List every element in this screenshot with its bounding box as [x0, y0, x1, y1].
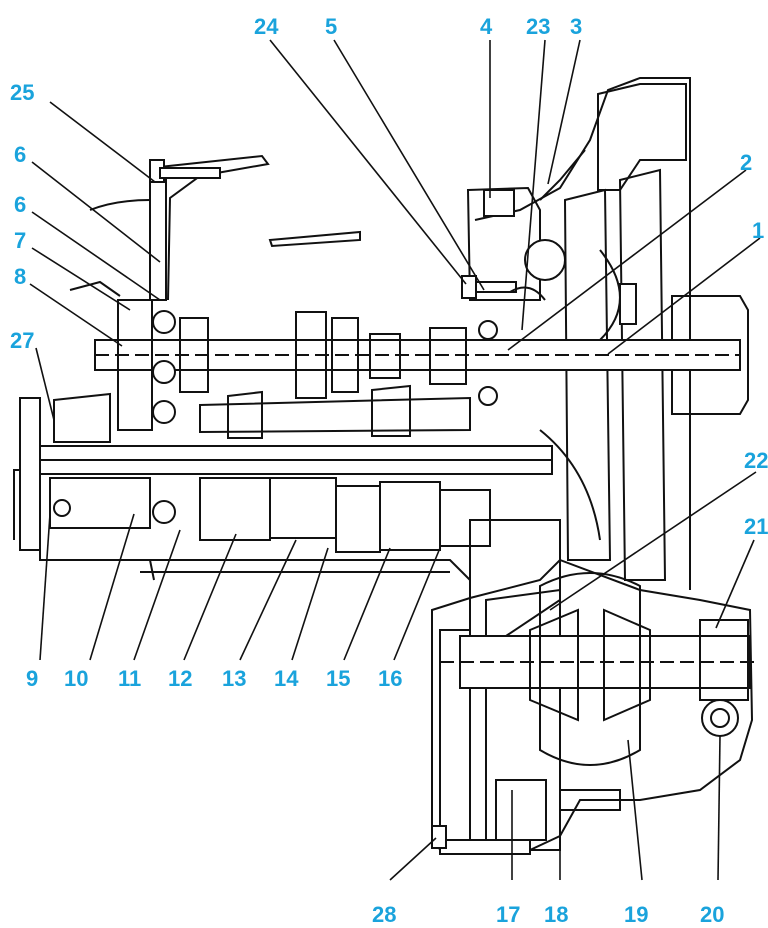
callout-16: 16	[378, 666, 402, 691]
callout-9: 9	[26, 666, 38, 691]
callout-17: 17	[496, 902, 520, 927]
callout-3: 3	[570, 14, 582, 39]
callout-5: 5	[325, 14, 337, 39]
callout-labels: 1 2 3 4 5 6 6 7 8 9 10 11 12 13 14 15 16…	[10, 14, 768, 927]
callout-20: 20	[700, 902, 724, 927]
callout-15: 15	[326, 666, 350, 691]
input-shaft	[94, 311, 741, 399]
clutch-assembly	[539, 168, 749, 581]
upper-gear-cluster	[53, 384, 471, 443]
callout-19: 19	[624, 902, 648, 927]
callout-27: 27	[10, 328, 34, 353]
callout-13: 13	[222, 666, 246, 691]
callout-12: 12	[168, 666, 192, 691]
callout-4: 4	[480, 14, 493, 39]
callout-24: 24	[254, 14, 279, 39]
callout-2: 2	[740, 150, 752, 175]
bearings	[53, 299, 498, 524]
callout-1: 1	[752, 218, 764, 243]
callout-21: 21	[744, 514, 768, 539]
callout-7: 7	[14, 228, 26, 253]
callout-11: 11	[118, 666, 141, 691]
callout-14: 14	[274, 666, 299, 691]
callout-6b: 6	[14, 192, 26, 217]
callout-25: 25	[10, 80, 34, 105]
callout-6a: 6	[14, 142, 26, 167]
main-shaft	[13, 397, 553, 551]
differential-assembly	[431, 519, 760, 855]
callout-28: 28	[372, 902, 396, 927]
callout-10: 10	[64, 666, 88, 691]
callout-22: 22	[744, 448, 768, 473]
lower-gear-row	[39, 477, 491, 581]
callout-18: 18	[544, 902, 568, 927]
callout-8: 8	[14, 264, 26, 289]
callout-23: 23	[526, 14, 550, 39]
bolts	[126, 159, 566, 849]
leader-lines	[29, 39, 761, 881]
